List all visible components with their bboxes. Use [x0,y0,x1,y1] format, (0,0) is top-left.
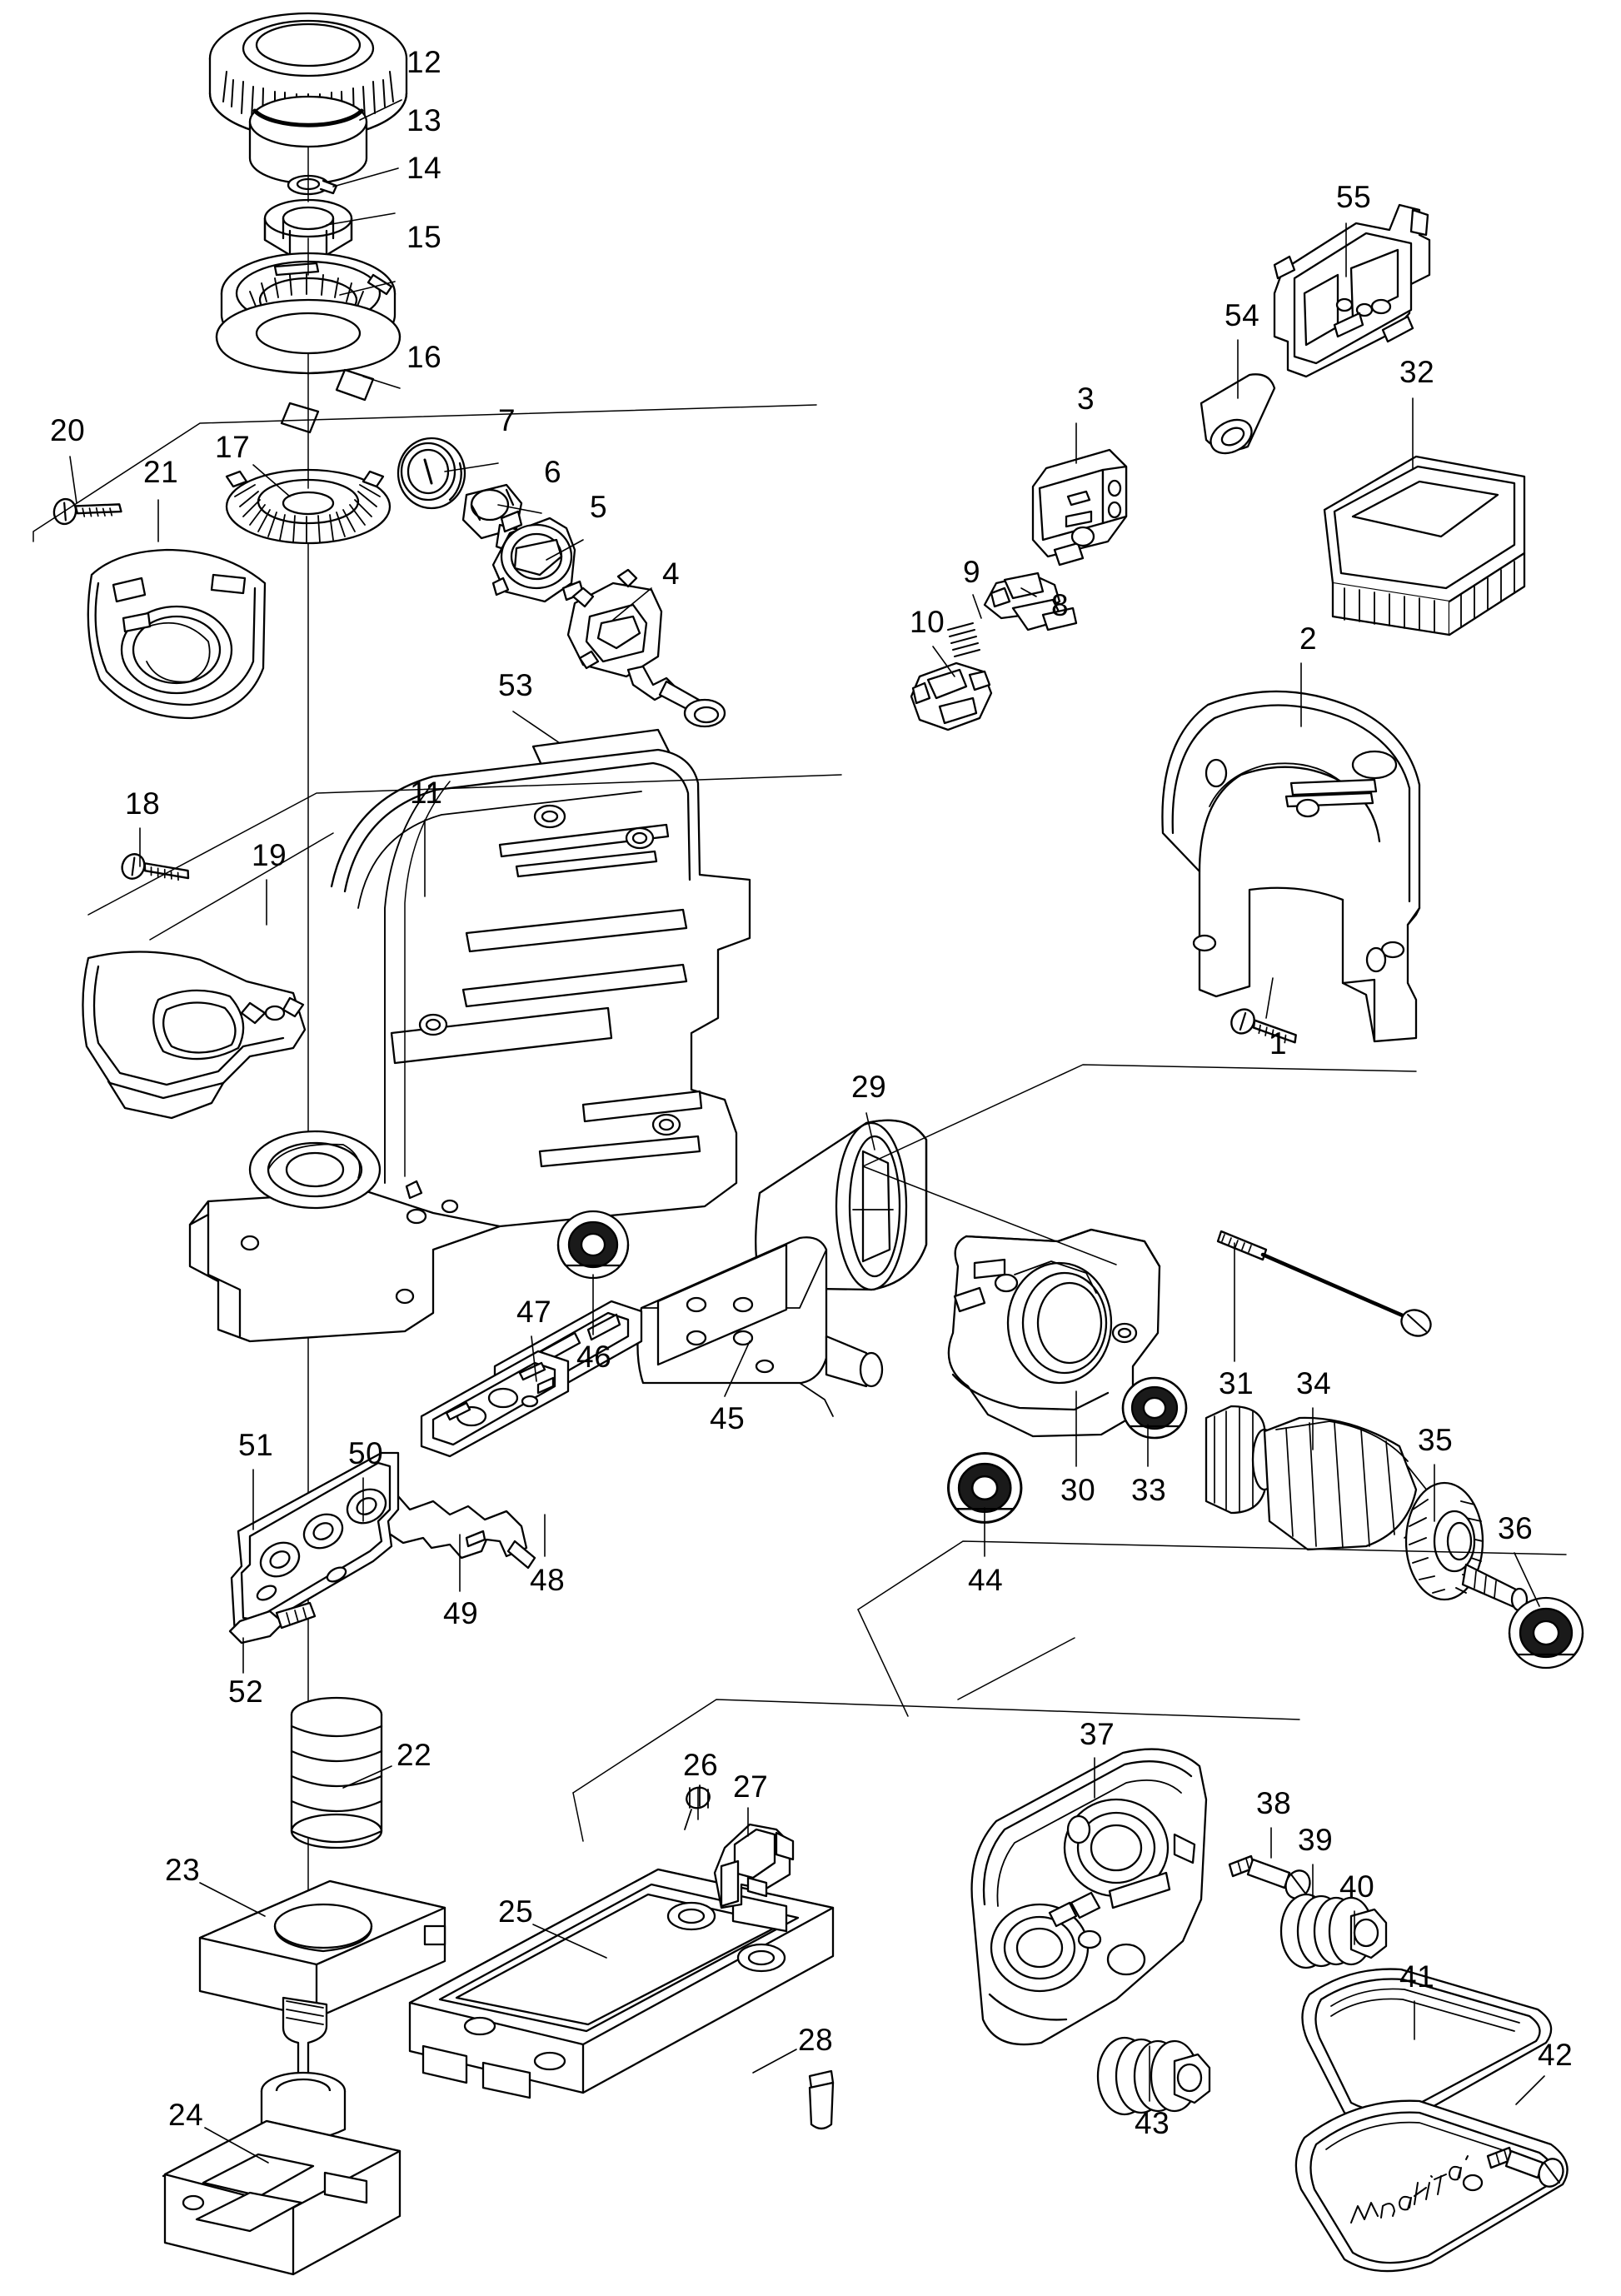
callout-dial-shaft: 6 [544,455,562,489]
callout-belt-housing-cover: 37 [1080,1717,1115,1751]
callout-coil-spring: 22 [397,1738,432,1772]
callout-blade-set-plate: 48 [530,1563,566,1597]
callout-ball-bearing-drum: 44 [968,1563,1004,1597]
callout-chip-deflector: 19 [252,838,287,872]
callout-battery-terminal: 55 [1336,180,1372,214]
callout-brushless-controller: 4 [662,557,681,591]
callout-bevel-pinion-gear: 35 [1418,1423,1454,1457]
callout-knob-cover: 21 [143,455,179,489]
callout-pan-head-screw: 1 [1269,1026,1288,1061]
callout-depth-adjusting-knob: 12 [406,45,442,79]
callout-spring-washer: 16 [406,340,442,374]
callout-gear-housing: 30 [1060,1473,1096,1507]
callout-tapping-screw: 28 [798,2023,834,2057]
callout-handle-housing-half: 2 [1299,621,1318,656]
callout-hex-nut: 14 [406,151,442,185]
callout-guide-block: 23 [165,1853,201,1887]
callout-drive-belt: 40 [1339,1869,1375,1904]
callout-depth-base-plate: 24 [168,2098,204,2132]
callout-torsion-spring: 26 [683,1748,719,1782]
callout-planer-blade: 47 [516,1295,552,1329]
callout-drum-bearing: 46 [576,1340,612,1374]
callout-front-base-shoe: 25 [498,1894,534,1929]
callout-cover-screw: 42 [1538,2038,1574,2072]
callout-drive-pulley: 39 [1298,1823,1334,1857]
callout-locating-pin: 50 [348,1436,384,1470]
callout-armature: 34 [1296,1366,1332,1400]
callout-motor-housing: 11 [410,776,443,810]
callout-hex-flange-bolt: 52 [228,1675,264,1709]
callout-pulley-screw: 38 [1256,1786,1292,1820]
callout-fixing-screw: 18 [125,786,161,821]
callout-long-assembly-screw: 31 [1219,1366,1254,1400]
callout-name-plate: 53 [498,668,534,702]
callout-lock-off-button: 8 [1051,588,1070,622]
callout-knob-base-ring: 15 [406,220,442,254]
callout-blade-clamp: 51 [238,1428,274,1462]
callout-housing-screw: 20 [50,413,86,447]
callout-speed-adjusting-dial: 7 [498,403,516,437]
callout-driven-pulley: 43 [1135,2106,1170,2140]
callout-dust-box: 32 [1399,355,1435,389]
callout-belt-cover-plate: 41 [1399,1959,1435,1994]
callout-switch-lever: 10 [910,605,945,639]
callout-carbon-brush-sleeve: 54 [1224,298,1260,332]
callout-cam-gear: 17 [215,430,251,464]
callout-compression-spring: 9 [963,555,981,589]
callout-blade-spring: 49 [443,1596,479,1630]
callout-retaining-ring: 13 [406,103,442,137]
callout-cutter-block: 45 [710,1401,746,1435]
callout-ball-bearing-small: 33 [1131,1473,1167,1507]
callout-switch-module: 3 [1077,382,1095,416]
callout-ball-bearing-shaft: 36 [1498,1511,1534,1545]
callout-drum-sleeve: 29 [851,1070,887,1104]
callout-stand-lever: 27 [733,1769,769,1804]
callout-speed-dial-holder: 5 [590,490,608,524]
